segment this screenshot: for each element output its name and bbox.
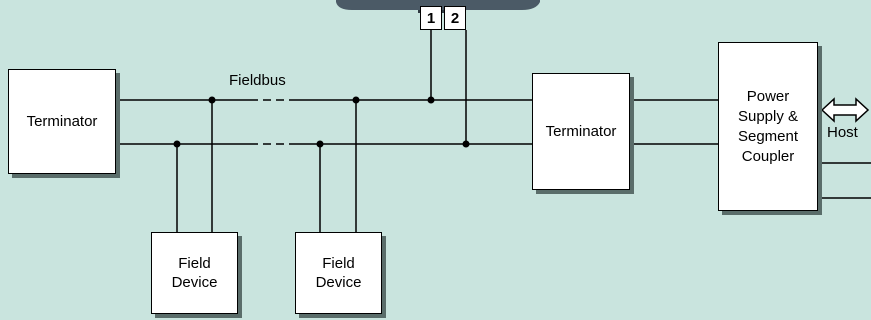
power-supply-segment-coupler: Power Supply & Segment Coupler bbox=[718, 42, 818, 211]
field-device-1-line2: Device bbox=[171, 274, 218, 291]
power-supply-line4: Coupler bbox=[741, 147, 795, 165]
field-device-1-line1: Field bbox=[178, 255, 211, 272]
terminator-right-label: Terminator bbox=[545, 123, 617, 140]
field-device-1: Field Device bbox=[151, 232, 238, 314]
junction-dot bbox=[462, 140, 470, 148]
terminator-left-label: Terminator bbox=[26, 113, 98, 130]
power-supply-line3: Segment bbox=[737, 127, 799, 145]
host-arrow-icon bbox=[820, 97, 870, 123]
host-label: Host bbox=[827, 124, 858, 141]
junction-dot bbox=[316, 140, 324, 148]
field-device-2-line1: Field bbox=[322, 255, 355, 272]
handheld-cable bbox=[418, 10, 466, 13]
junction-dot bbox=[208, 96, 216, 104]
handheld-communicator bbox=[336, 0, 540, 10]
bus-label: Fieldbus bbox=[229, 72, 286, 89]
junction-dot bbox=[173, 140, 181, 148]
junction-dot bbox=[427, 96, 435, 104]
connector-pin-2: 2 bbox=[444, 6, 466, 30]
field-device-2-line2: Device bbox=[315, 274, 362, 291]
field-device-2: Field Device bbox=[295, 232, 382, 314]
power-supply-line2: Supply & bbox=[737, 107, 799, 125]
terminator-left: Terminator bbox=[8, 69, 116, 174]
connector-pin-1: 1 bbox=[420, 6, 442, 30]
junction-dot bbox=[352, 96, 360, 104]
terminator-right: Terminator bbox=[532, 73, 630, 190]
power-supply-line1: Power bbox=[746, 87, 790, 105]
